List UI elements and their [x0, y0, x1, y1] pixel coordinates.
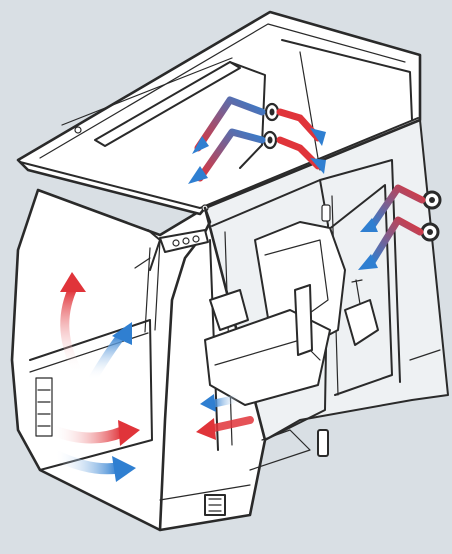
- roof-airflow-arrow: [188, 128, 326, 184]
- front-cool-up-arrow: [87, 322, 132, 385]
- front-warm-up-arrow: [60, 272, 86, 377]
- roof-vent-icon: [262, 102, 280, 150]
- joystick-icon: [209, 279, 379, 346]
- door-hinge-icon: [321, 204, 331, 222]
- floor-warm-arrow: [196, 416, 254, 440]
- seat-icon: [204, 221, 346, 406]
- cab-body: [10, 10, 449, 532]
- control-panel: [159, 229, 209, 253]
- front-vent-louvres: [35, 377, 53, 437]
- front-warm-forward-arrow: [46, 420, 140, 446]
- roof-airflow-arrow: [192, 96, 326, 154]
- vent-grille-icon: [35, 377, 53, 437]
- pillar-airflow-arrow: [360, 184, 426, 232]
- roof-bolt-icon: [74, 126, 82, 134]
- lower-body: [159, 204, 441, 516]
- pillar-airflow-arrow: [358, 216, 424, 270]
- airflow-arrows: [46, 96, 426, 482]
- door-handle-icon: [317, 429, 329, 457]
- front-window: [29, 229, 161, 471]
- front-cool-forward-arrow: [49, 449, 136, 482]
- floor-cool-arrow: [200, 394, 244, 412]
